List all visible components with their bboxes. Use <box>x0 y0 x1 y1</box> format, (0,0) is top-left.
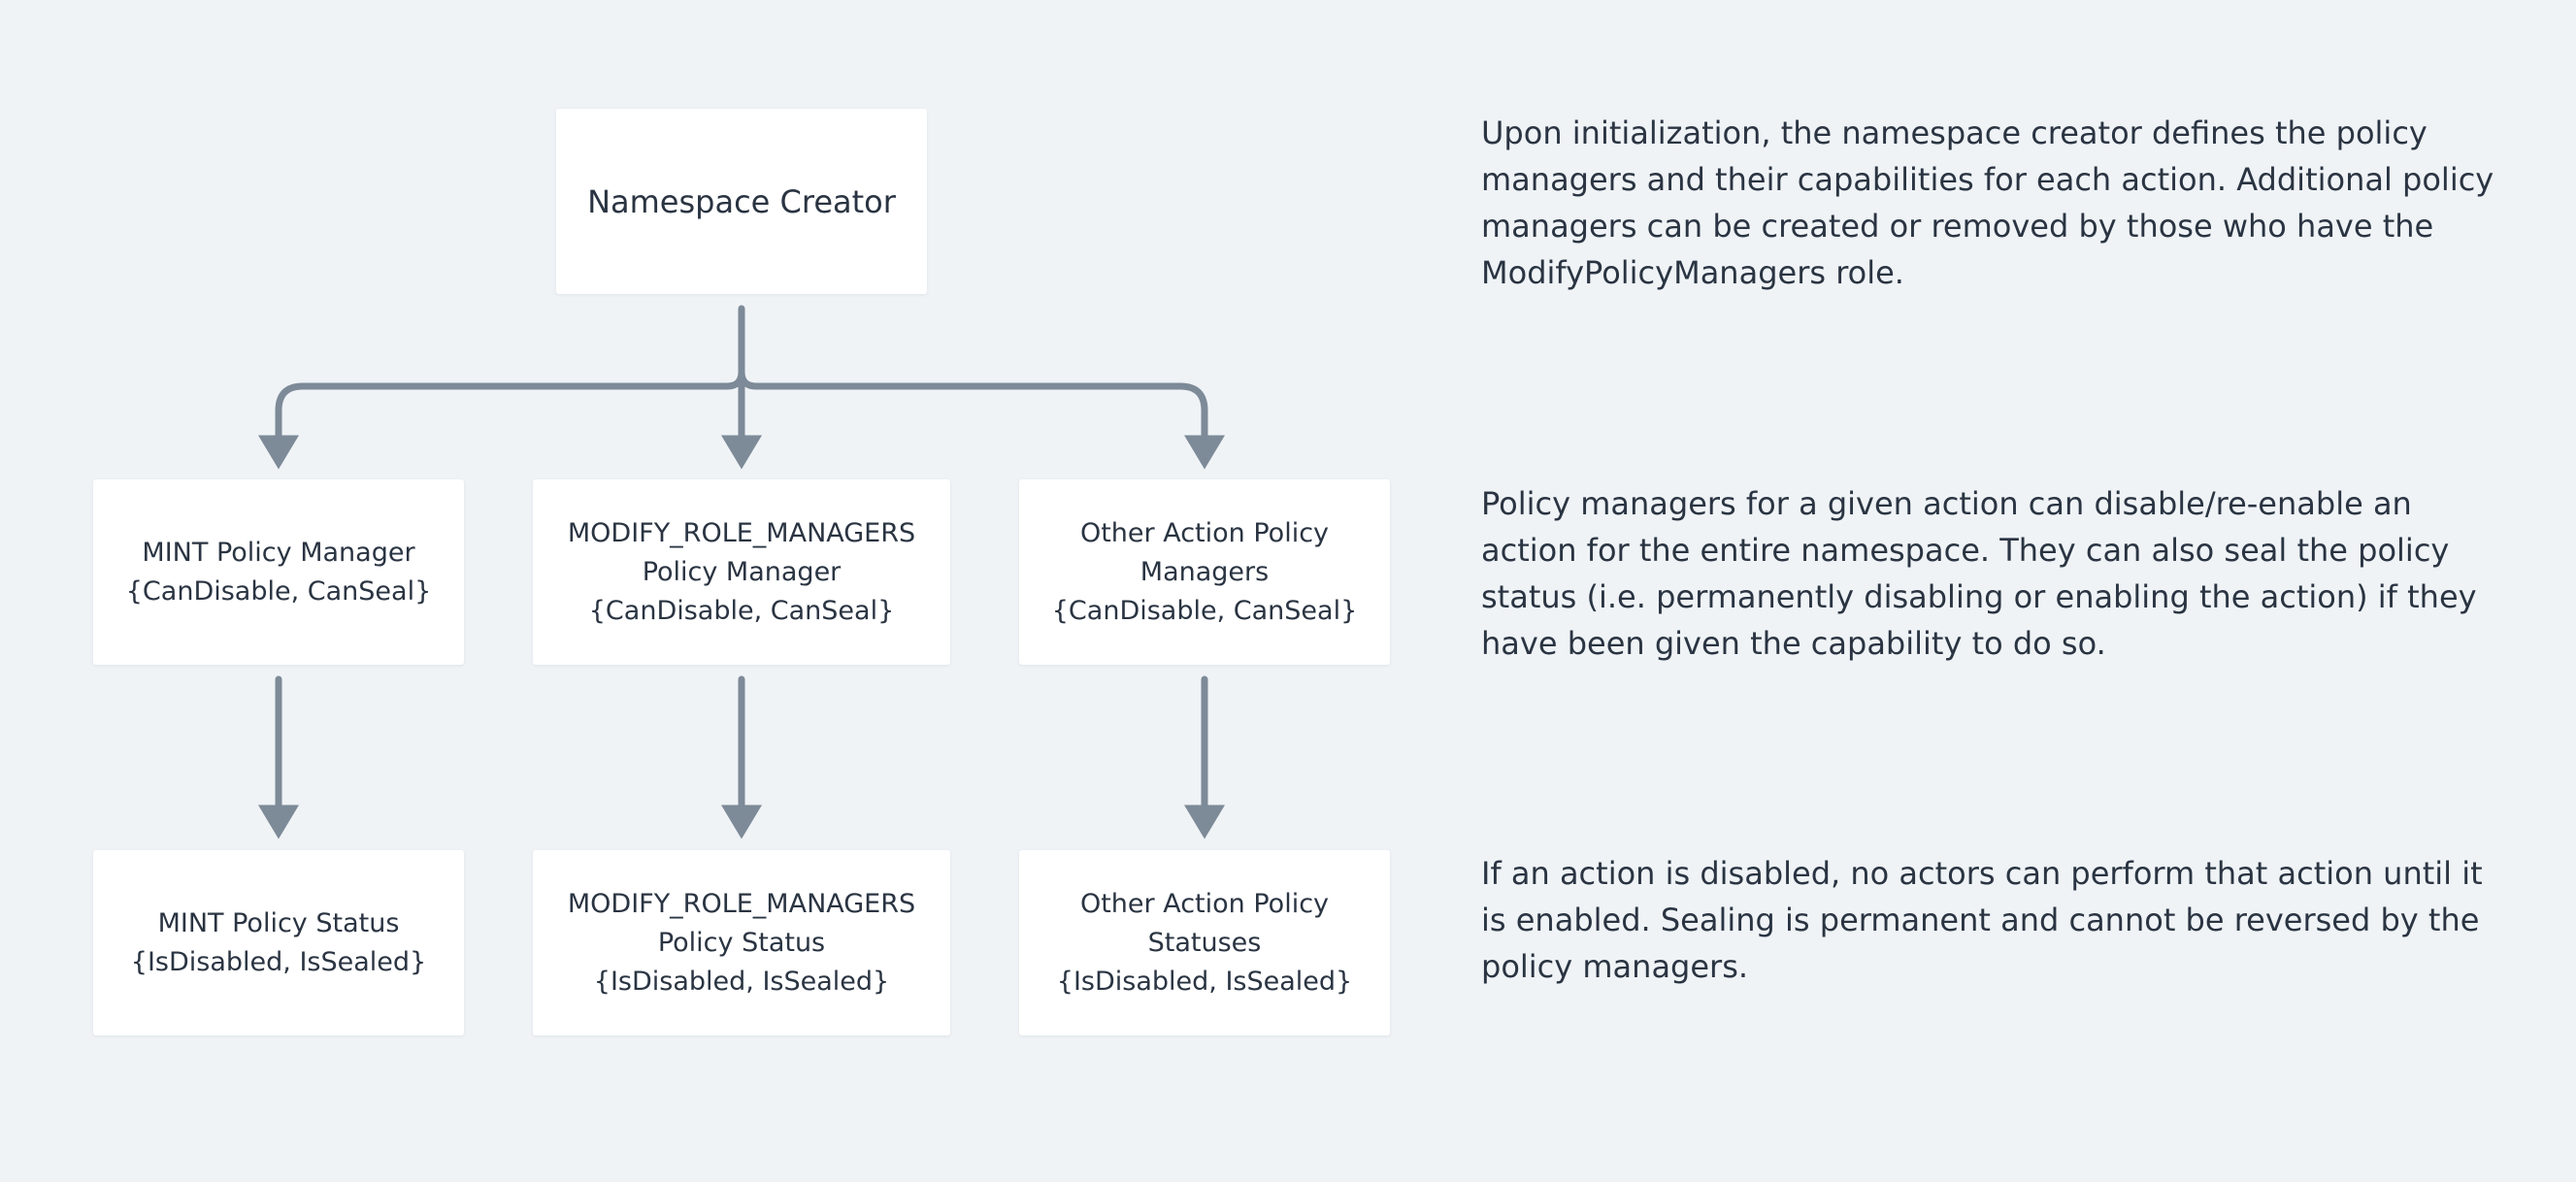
modify-role-managers-policy-manager-node: MODIFY_ROLE_MANAGERS Policy Manager {Can… <box>533 479 950 665</box>
note-policy-managers: Policy managers for a given action can d… <box>1481 485 2477 662</box>
mint-policy-manager-node: MINT Policy Manager {CanDisable, CanSeal… <box>93 479 464 665</box>
other-action-policy-managers-label: Other Action Policy Managers {CanDisable… <box>1051 517 1358 626</box>
modify-role-managers-policy-status-node: MODIFY_ROLE_MANAGERS Policy Status {IsDi… <box>533 850 950 1035</box>
namespace-creator-node: Namespace Creator <box>556 109 927 294</box>
modify-role-managers-policy-manager-label: MODIFY_ROLE_MANAGERS Policy Manager {Can… <box>567 517 916 626</box>
namespace-creator-label: Namespace Creator <box>587 182 896 220</box>
mint-policy-status-label: MINT Policy Status {IsDisabled, IsSealed… <box>130 907 427 977</box>
other-action-policy-statuses-label: Other Action Policy Statuses {IsDisabled… <box>1056 888 1353 997</box>
mint-policy-status-node: MINT Policy Status {IsDisabled, IsSealed… <box>93 850 464 1035</box>
branch-arrow-other-manager <box>738 368 1225 470</box>
other-action-policy-statuses-node: Other Action Policy Statuses {IsDisabled… <box>1019 850 1390 1035</box>
note-disabled-sealed: If an action is disabled, no actors can … <box>1481 855 2483 985</box>
mint-policy-manager-label: MINT Policy Manager {CanDisable, CanSeal… <box>125 537 432 607</box>
modify-role-managers-policy-status-label: MODIFY_ROLE_MANAGERS Policy Status {IsDi… <box>567 888 916 997</box>
note-initialization: Upon initialization, the namespace creat… <box>1481 115 2494 291</box>
other-action-policy-managers-node: Other Action Policy Managers {CanDisable… <box>1019 479 1390 665</box>
branch-arrow-mint-manager <box>258 368 745 470</box>
